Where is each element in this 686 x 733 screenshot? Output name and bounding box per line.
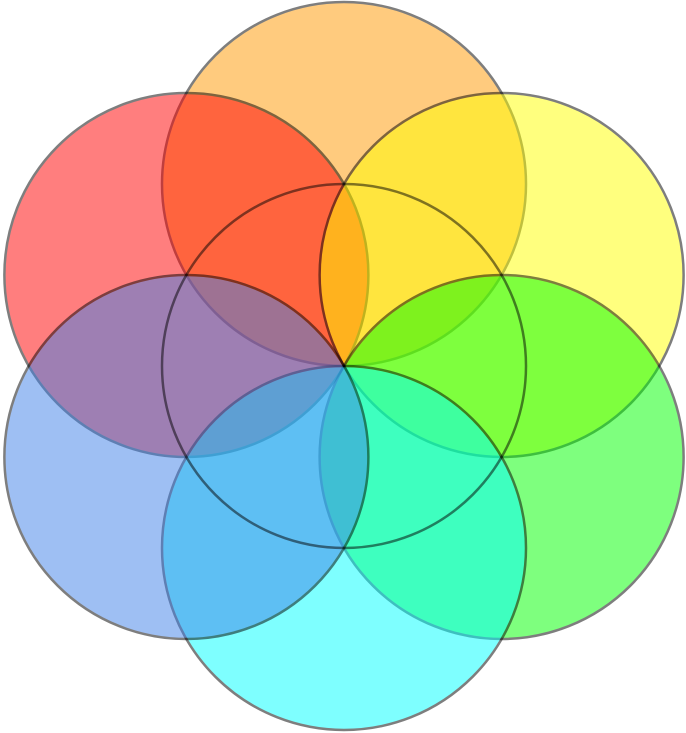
center-circle: [160, 182, 528, 550]
